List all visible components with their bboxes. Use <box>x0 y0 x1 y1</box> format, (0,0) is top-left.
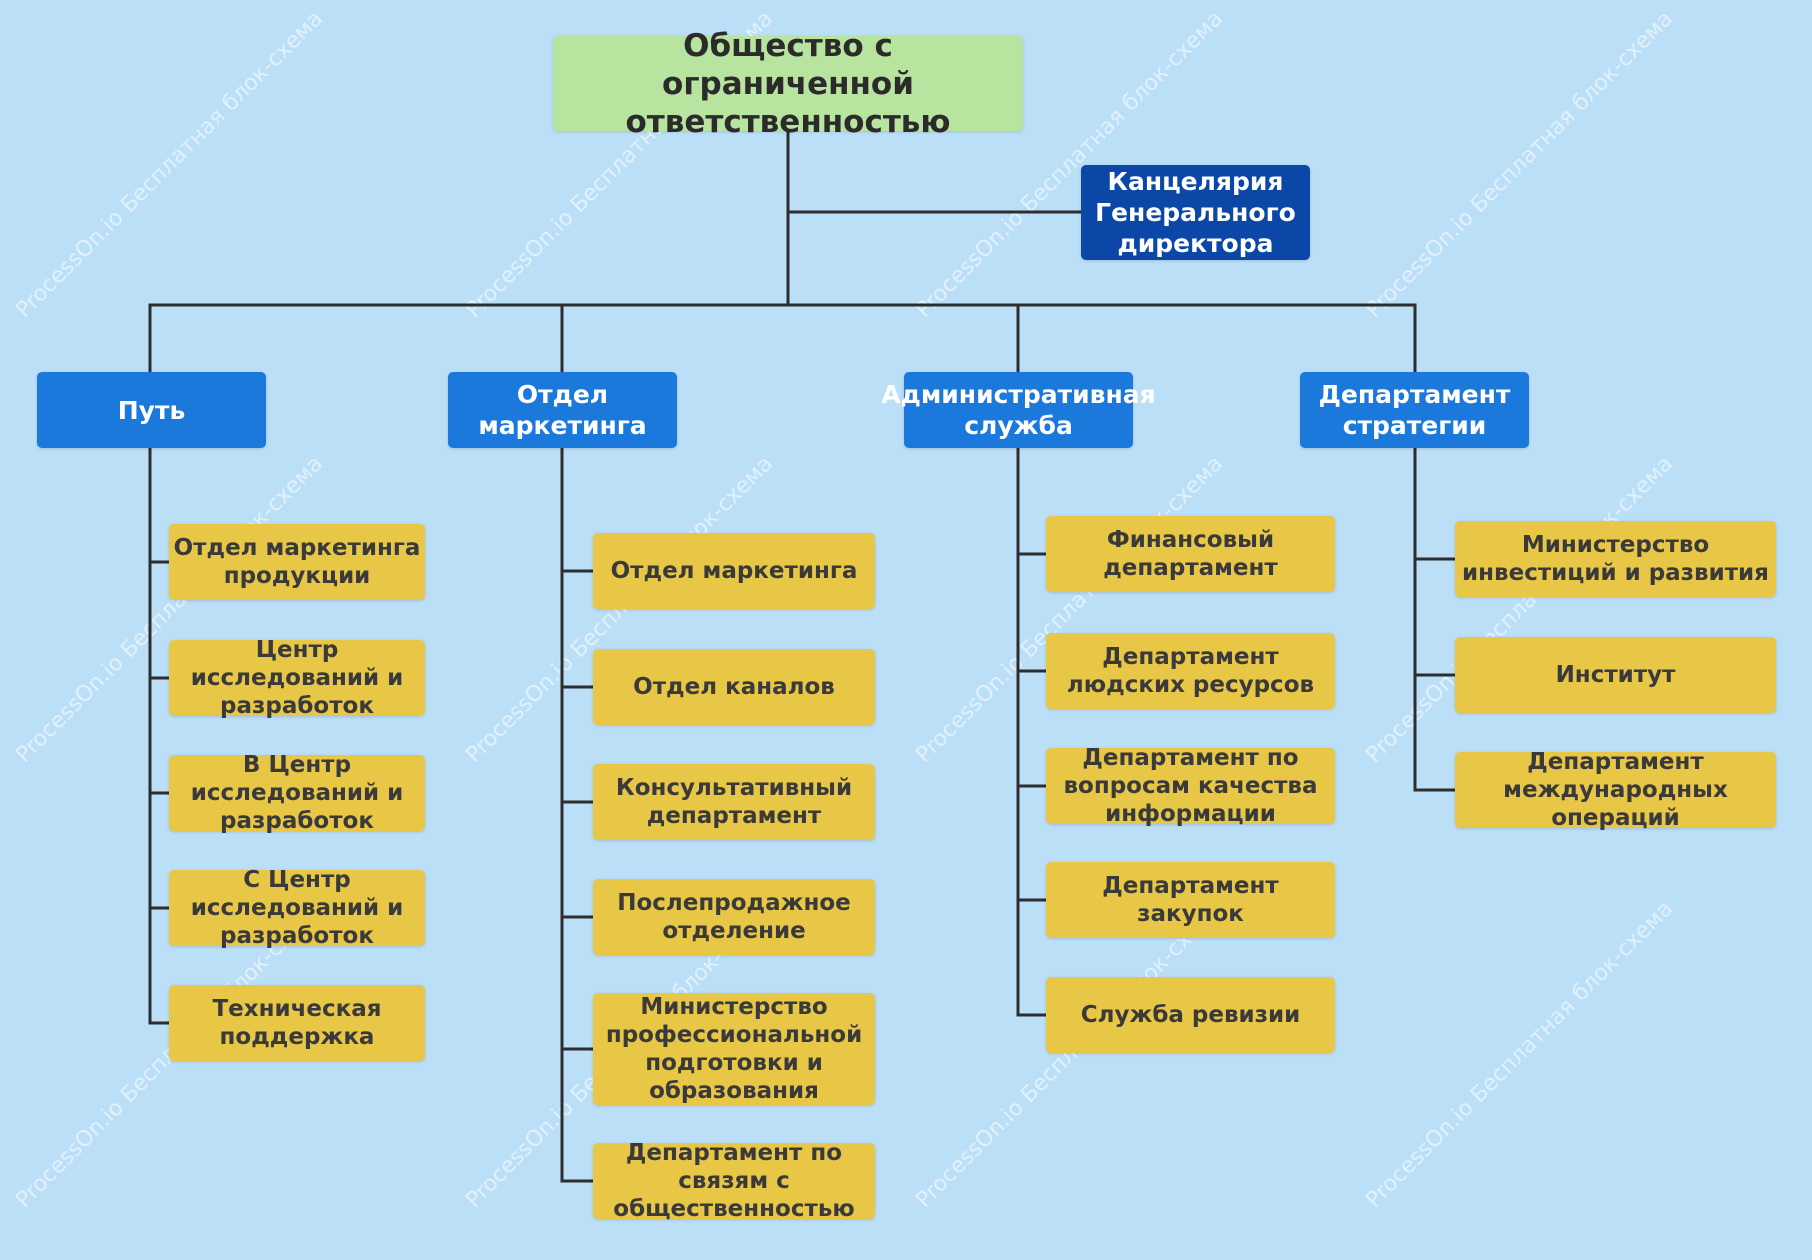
office-node[interactable]: Канцелярия Генерального директора <box>1081 165 1310 260</box>
root-node[interactable]: Общество с ограниченной ответственностью <box>553 28 1023 140</box>
unit-node[interactable]: В Центр исследований и разработок <box>169 752 425 834</box>
unit-label: Отдел маркетинга <box>610 558 858 584</box>
department-node[interactable]: Путь <box>37 372 266 448</box>
unit-node[interactable]: Департамент международных операций <box>1455 749 1776 831</box>
unit-node[interactable]: Центр исследований и разработок <box>169 637 425 719</box>
department-label: Департамент стратегии <box>1318 380 1511 440</box>
department-node[interactable]: Отдел маркетинга <box>448 372 677 448</box>
unit-node[interactable]: Департамент закупок <box>1046 862 1335 938</box>
department-node[interactable]: Департамент стратегии <box>1300 372 1529 448</box>
unit-label: С Центр исследований и разработок <box>190 867 404 949</box>
unit-node[interactable]: Отдел маркетинга <box>593 533 875 609</box>
unit-label: Отдел каналов <box>633 674 835 700</box>
unit-label: Финансовый департамент <box>1103 527 1278 581</box>
department-label: Административная служба <box>881 380 1156 440</box>
unit-node[interactable]: Министерство инвестиций и развития <box>1455 521 1776 597</box>
unit-node[interactable]: Отдел каналов <box>593 649 875 725</box>
root-label: Общество с ограниченной ответственностью <box>625 27 951 140</box>
unit-label: Министерство профессиональной подготовки… <box>605 994 863 1104</box>
unit-node[interactable]: Техническая поддержка <box>169 985 425 1061</box>
unit-label: Департамент международных операций <box>1503 749 1728 831</box>
unit-label: Техническая поддержка <box>212 996 382 1050</box>
unit-node[interactable]: Департамент людских ресурсов <box>1046 633 1335 709</box>
unit-label: Департамент по связям с общественностью <box>613 1140 855 1222</box>
unit-node[interactable]: Министерство профессиональной подготовки… <box>593 993 875 1105</box>
department-label: Путь <box>117 395 186 425</box>
unit-node[interactable]: Отдел маркетинга продукции <box>169 524 425 600</box>
unit-label: Департамент закупок <box>1102 873 1279 927</box>
unit-label: Министерство инвестиций и развития <box>1462 532 1769 586</box>
unit-label: Консультативный департамент <box>615 775 853 829</box>
unit-label: Департамент по вопросам качества информа… <box>1063 745 1318 827</box>
unit-label: Центр исследований и разработок <box>190 637 404 719</box>
unit-node[interactable]: С Центр исследований и разработок <box>169 867 425 949</box>
unit-node[interactable]: Институт <box>1455 637 1776 713</box>
unit-label: Институт <box>1555 662 1676 688</box>
unit-node[interactable]: Служба ревизии <box>1046 977 1335 1053</box>
unit-node[interactable]: Консультативный департамент <box>593 764 875 840</box>
unit-node[interactable]: Департамент по вопросам качества информа… <box>1046 745 1335 827</box>
department-node[interactable]: Административная служба <box>881 372 1156 448</box>
unit-label: Отдел маркетинга продукции <box>173 535 421 589</box>
unit-label: Послепродажное отделение <box>617 890 851 944</box>
unit-label: Департамент людских ресурсов <box>1066 644 1315 698</box>
unit-label: В Центр исследований и разработок <box>190 752 404 834</box>
office-label: Канцелярия Генерального директора <box>1095 167 1296 258</box>
department-label: Отдел маркетинга <box>478 380 647 440</box>
unit-label: Служба ревизии <box>1080 1002 1301 1028</box>
unit-node[interactable]: Департамент по связям с общественностью <box>593 1140 875 1222</box>
unit-node[interactable]: Финансовый департамент <box>1046 516 1335 592</box>
unit-node[interactable]: Послепродажное отделение <box>593 879 875 955</box>
